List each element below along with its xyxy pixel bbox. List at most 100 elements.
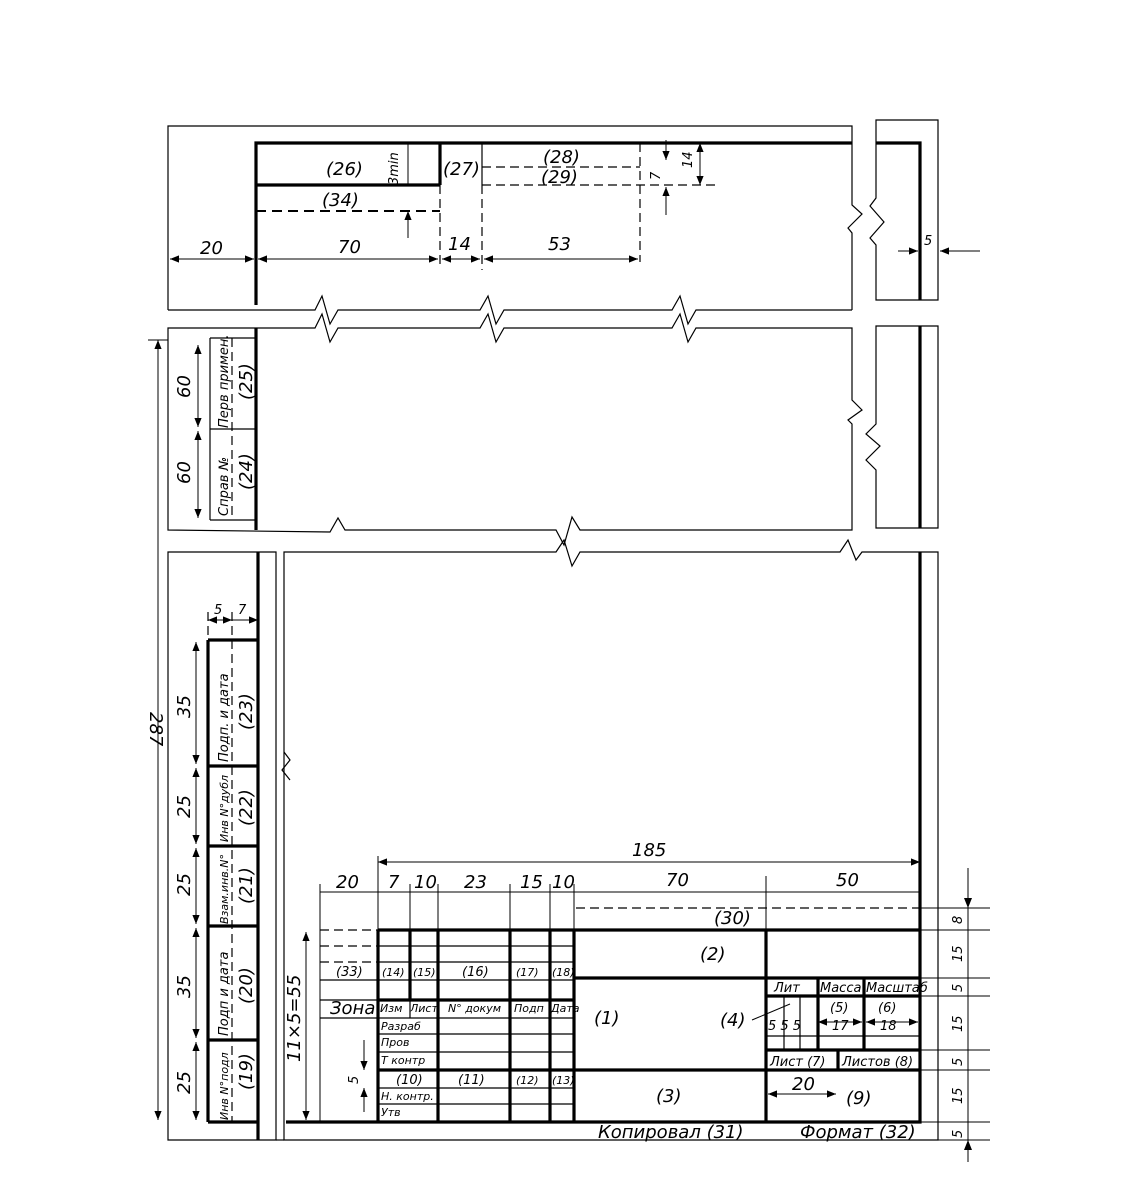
dim-25-c: 25 xyxy=(174,1071,195,1094)
field-28: (28) xyxy=(543,147,580,168)
sprav-label: Справ № xyxy=(217,457,232,516)
dim-25-a: 25 xyxy=(174,795,195,818)
dim-20-top: 20 xyxy=(200,238,223,259)
row-dim-15a: 15 xyxy=(951,945,966,962)
row-nkontr: Н. контр. xyxy=(381,1090,434,1103)
izm-label: Изм xyxy=(380,1002,402,1015)
ndok-label: N° докум xyxy=(448,1002,501,1015)
zona-label: Зона xyxy=(330,998,375,1019)
dim-5-strip: 5 xyxy=(214,603,222,618)
dim-14-top: 14 xyxy=(448,234,471,255)
dim-25-b: 25 xyxy=(174,873,195,896)
dim-17: 17 xyxy=(832,1019,849,1034)
list7-label: Лист (7) xyxy=(769,1055,826,1070)
field-1: (1) xyxy=(594,1008,620,1029)
dim-18: 18 xyxy=(880,1019,897,1034)
strip-num-23: (23) xyxy=(236,693,257,730)
field-3: (3) xyxy=(656,1086,682,1107)
col-dim-70: 70 xyxy=(666,870,689,891)
listov8-label: Листов (8) xyxy=(841,1055,913,1070)
dim-53-top: 53 xyxy=(548,234,571,255)
col-dim-23: 23 xyxy=(464,872,487,893)
perv-label: Перв примен. xyxy=(217,335,232,428)
col-dim-7: 7 xyxy=(388,872,400,893)
row-utv: Утв xyxy=(381,1106,401,1119)
field-27: (27) xyxy=(443,159,480,180)
row-dim-5a: 5 xyxy=(951,984,966,992)
field-12: (12) xyxy=(516,1074,539,1087)
dim-60-a: 60 xyxy=(174,375,195,398)
row-dim-15b: 15 xyxy=(951,1015,966,1032)
dim-555: 5 5 5 xyxy=(768,1019,801,1034)
field-6: (6) xyxy=(878,1001,896,1016)
dim-35-a: 35 xyxy=(174,695,195,718)
dim-287: 287 xyxy=(145,712,166,747)
row-dim-5c: 5 xyxy=(951,1130,966,1138)
field-34: (34) xyxy=(322,190,359,211)
strip-num-20: (20) xyxy=(236,967,257,1004)
list-label: Лист xyxy=(409,1002,438,1015)
field-9: (9) xyxy=(846,1088,872,1109)
strip-num-22: (22) xyxy=(236,789,257,826)
row-tkontr: Т контр xyxy=(381,1054,425,1067)
kopiroval-label: Копировал (31) xyxy=(598,1122,744,1143)
col-dim-10b: 10 xyxy=(552,872,575,893)
masshtab-label: Масштаб xyxy=(866,981,928,996)
field-15: (15) xyxy=(413,966,436,979)
dim-7-strip: 7 xyxy=(238,603,247,618)
field-13: (13) xyxy=(552,1074,575,1087)
massa-label: Масса xyxy=(820,981,861,996)
strip-label-22: Инв N°дубл xyxy=(218,775,231,842)
field-14: (14) xyxy=(382,966,405,979)
field-4: (4) xyxy=(720,1010,746,1031)
data-label: Дата xyxy=(550,1002,580,1015)
field-30: (30) xyxy=(714,908,751,929)
field-29: (29) xyxy=(541,167,578,188)
right-column-top: 5 xyxy=(869,119,980,301)
strip-num-21: (21) xyxy=(236,867,257,904)
sprav-num: (24) xyxy=(236,453,257,490)
field-17: (17) xyxy=(516,966,539,979)
dim-14-top-v: 14 xyxy=(681,151,696,168)
middle-block: 60 60 Перв примен. (25) Справ № (24) xyxy=(167,312,863,547)
strip-label-20: Подп и дата xyxy=(217,952,232,1036)
field-18: (18) xyxy=(552,966,575,979)
strip-label-19: Инв N°подл xyxy=(218,1052,231,1120)
col-dim-15: 15 xyxy=(520,872,543,893)
top-block: (26) (34) (27) (28) (29) 3min 7 14 20 70… xyxy=(167,125,863,326)
field-11: (11) xyxy=(458,1073,485,1088)
dim-3min: 3min xyxy=(387,152,402,185)
strip-label-23: Подп. и дата xyxy=(217,673,232,762)
col-dim-20: 20 xyxy=(336,872,359,893)
row-razrab: Разраб xyxy=(381,1020,421,1033)
field-10: (10) xyxy=(396,1073,423,1088)
podp-label: Подп xyxy=(514,1002,544,1015)
field-33: (33) xyxy=(336,965,363,980)
title-block: 18 5 20 7 10 23 15 10 70 50 (30) xyxy=(284,840,990,1162)
row-prov: Пров xyxy=(381,1036,409,1049)
field-26: (26) xyxy=(326,159,363,180)
dim-5-right: 5 xyxy=(924,234,932,249)
strip-num-19: (19) xyxy=(236,1053,257,1090)
dim-60-b: 60 xyxy=(174,461,195,484)
dim-7-top: 7 xyxy=(649,171,664,180)
row-dim-15c: 15 xyxy=(951,1087,966,1104)
dim-5-rows: 5 xyxy=(347,1076,362,1084)
bottom-sheet: 5 7 35 25 25 35 25 Подп. и дата (23) Инв… xyxy=(145,339,939,1141)
lit-label: Лит xyxy=(773,981,800,996)
row-dim-5b: 5 xyxy=(951,1058,966,1066)
format-label: Формат (32) xyxy=(800,1122,916,1143)
right-column-middle xyxy=(865,325,939,529)
dim-20-tb: 20 xyxy=(792,1074,815,1095)
field-16: (16) xyxy=(462,965,489,980)
dim-35-b: 35 xyxy=(174,975,195,998)
perv-num: (25) xyxy=(236,363,257,400)
row-dim-8: 8 xyxy=(951,916,966,924)
field-2: (2) xyxy=(700,944,726,965)
strip-label-21: Взам.инв.N° xyxy=(218,854,231,924)
dim-11x5: 11×5=55 xyxy=(284,975,305,1062)
dim-70-top: 70 xyxy=(338,237,361,258)
col-dim-10a: 10 xyxy=(414,872,437,893)
col-dim-50: 50 xyxy=(836,870,859,891)
